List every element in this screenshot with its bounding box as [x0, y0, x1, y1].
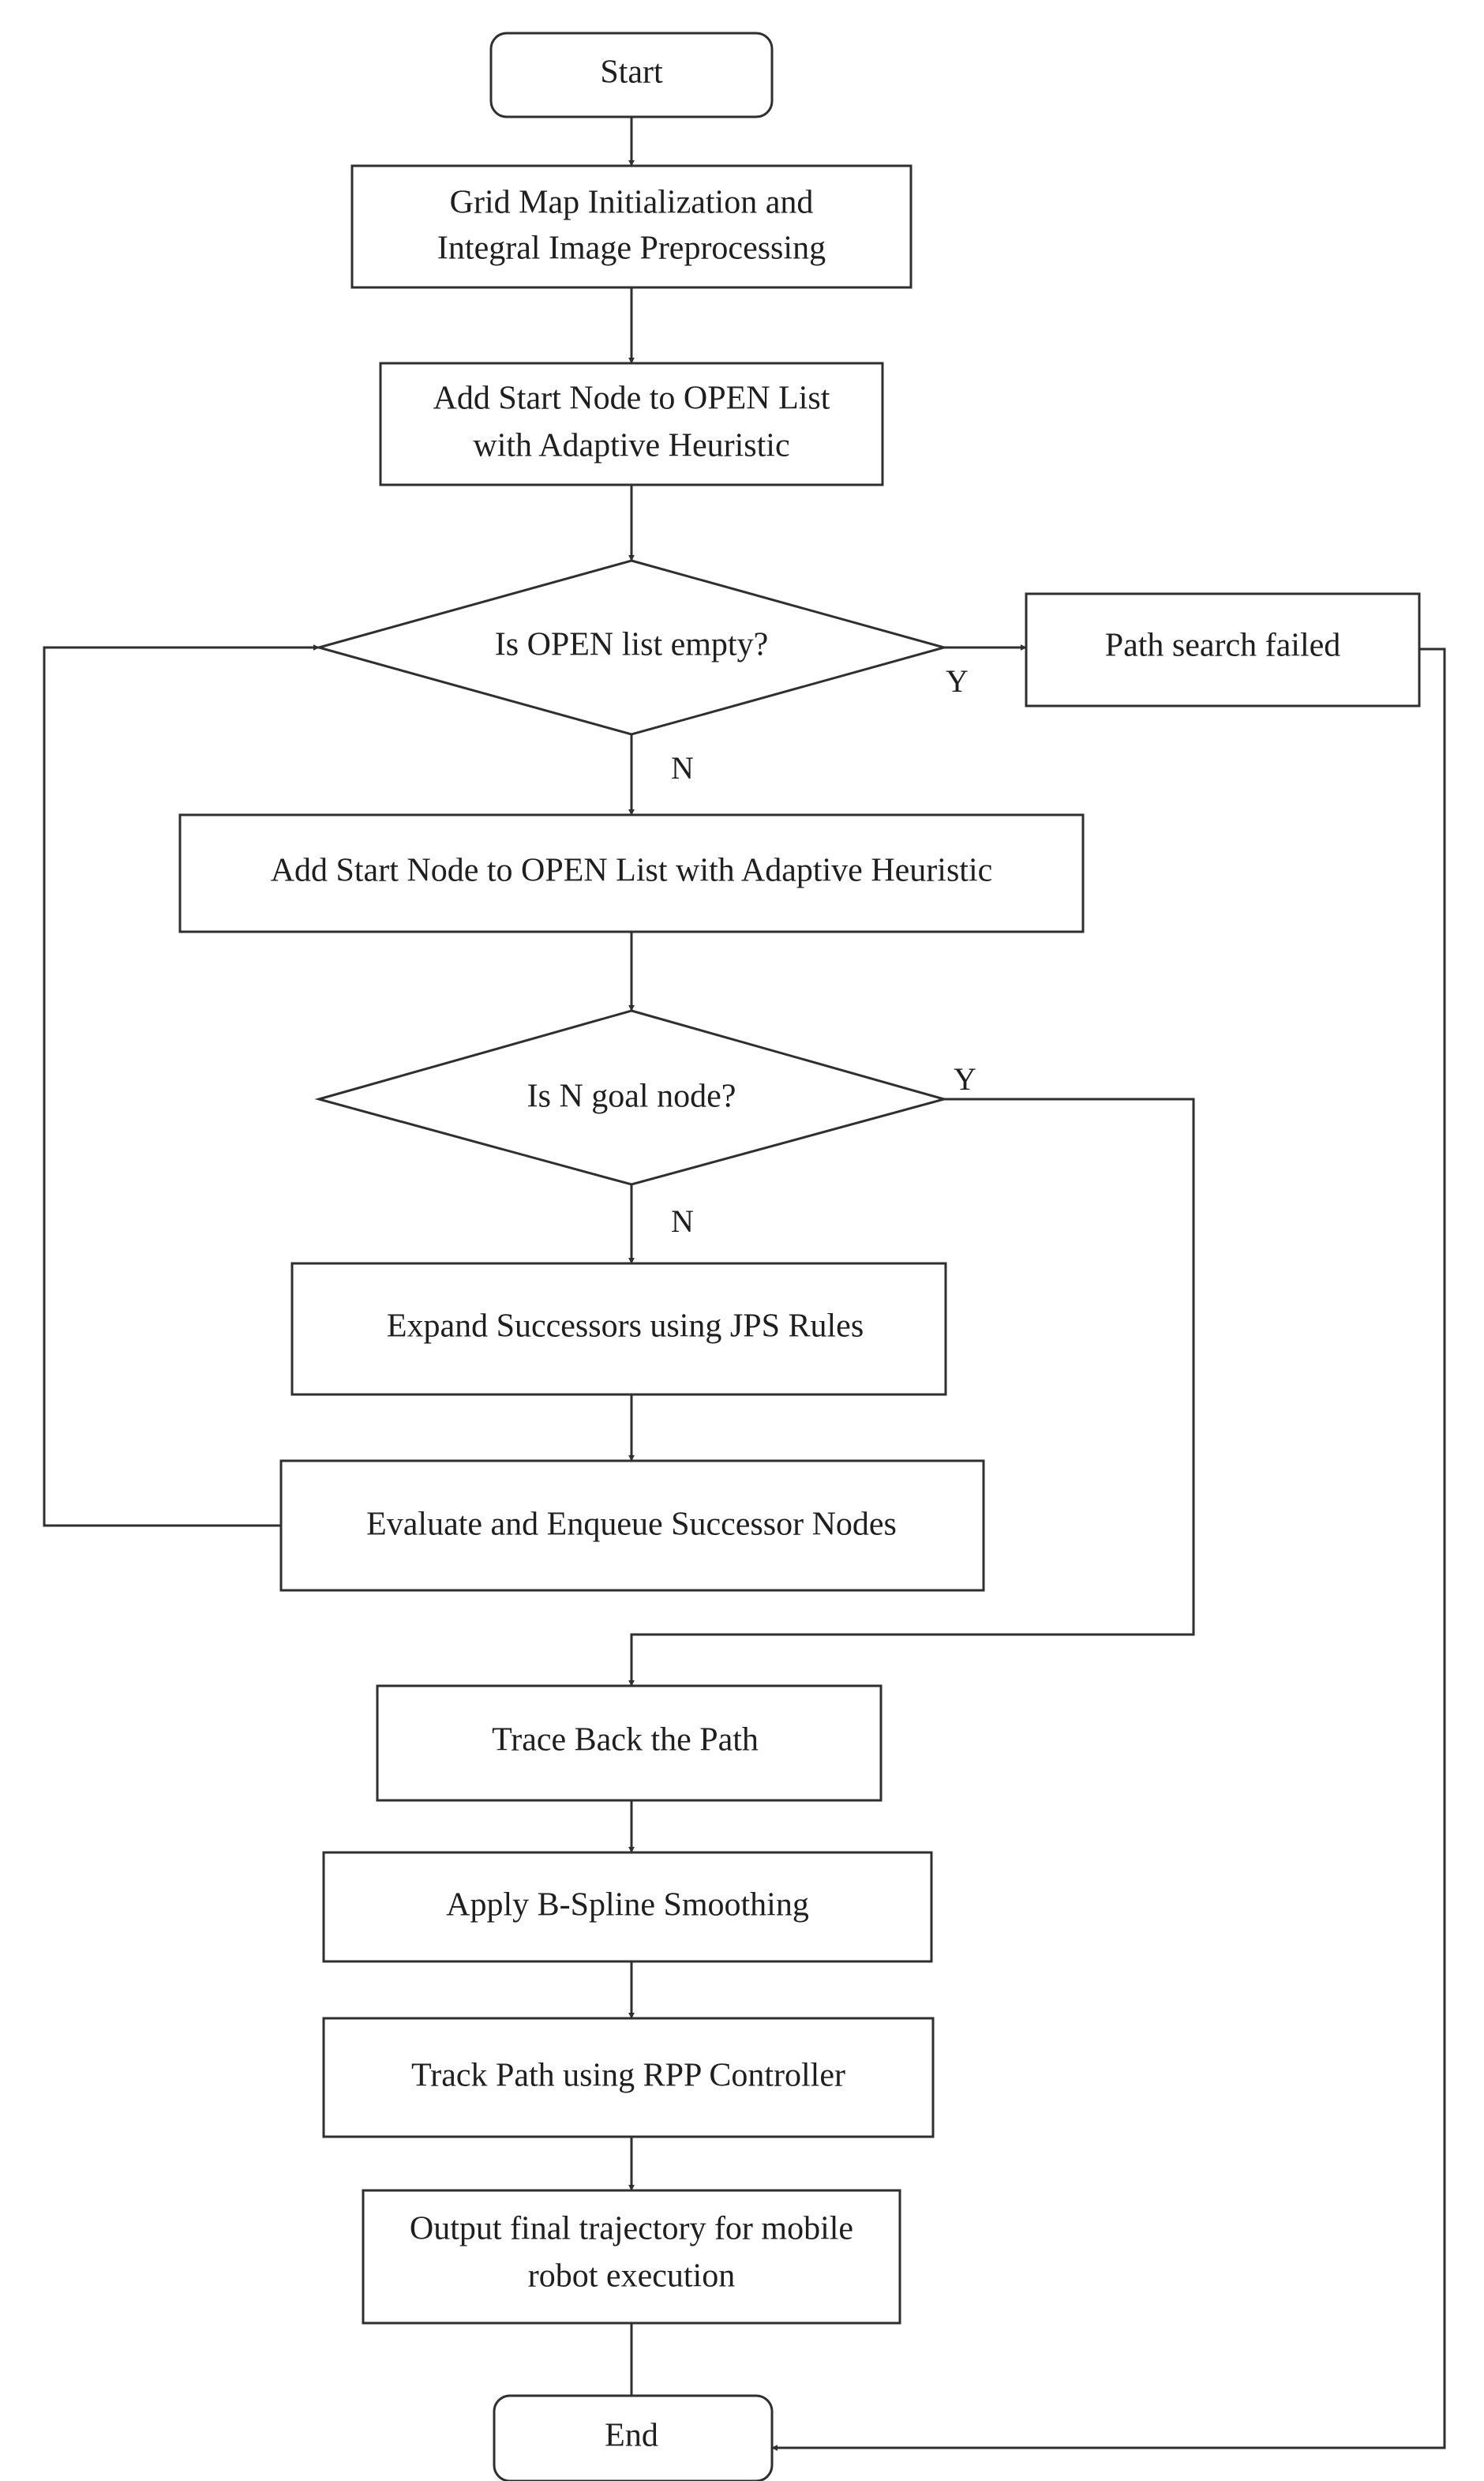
output-label-line1: Output final trajectory for mobile [410, 2211, 853, 2247]
open-empty-no-label: N [671, 750, 694, 786]
output-label-line2: robot execution [528, 2258, 735, 2295]
start-node: Start [489, 32, 774, 118]
grid-map-node: Grid Map Initialization and Integral Ima… [350, 164, 913, 289]
grid-map-label-line2: Integral Image Preprocessing [437, 231, 826, 267]
end-node: End [493, 2394, 774, 2481]
evaluate-node: Evaluate and Enqueue Successor Nodes [279, 1459, 985, 1592]
grid-map-label-line1: Grid Map Initialization and [450, 185, 814, 221]
goal-yes-label: Y [954, 1061, 976, 1097]
edge-failed-to-end [771, 647, 1446, 2451]
edge-goal-yes [628, 1098, 1195, 1687]
add-start-label-line2: with Adaptive Heuristic [473, 428, 789, 464]
trace-node: Trace Back the Path [376, 1684, 883, 1802]
open-empty-decision: Is OPEN list empty? [314, 559, 949, 736]
expand-label: Expand Successors using JPS Rules [387, 1308, 864, 1345]
add-start-long-label: Add Start Node to OPEN List with Adaptiv… [271, 853, 993, 889]
goal-no-label: N [671, 1203, 694, 1239]
goal-label: Is N goal node? [527, 1079, 736, 1115]
start-label: Start [600, 54, 663, 91]
end-label: End [605, 2418, 658, 2454]
evaluate-label: Evaluate and Enqueue Successor Nodes [366, 1507, 897, 1543]
bspline-node: Apply B-Spline Smoothing [322, 1851, 933, 1963]
add-start-node: Add Start Node to OPEN List with Adaptiv… [379, 362, 884, 486]
track-label: Track Path using RPP Controller [411, 2058, 845, 2094]
bspline-label: Apply B-Spline Smoothing [446, 1887, 809, 1924]
output-node: Output final trajectory for mobile robot… [362, 2189, 901, 2325]
track-node: Track Path using RPP Controller [322, 2017, 935, 2138]
expand-node: Expand Successors using JPS Rules [290, 1262, 947, 1396]
open-empty-yes-label: Y [946, 663, 969, 699]
edge-evaluate-loop-back [43, 644, 320, 1527]
add-start-label-line1: Add Start Node to OPEN List [433, 381, 830, 417]
add-start-long-node: Add Start Node to OPEN List with Adaptiv… [178, 813, 1085, 933]
path-failed-label: Path search failed [1105, 628, 1341, 664]
trace-label: Trace Back the Path [492, 1722, 759, 1758]
open-empty-label: Is OPEN list empty? [495, 627, 768, 663]
path-failed-node: Path search failed [1025, 592, 1421, 708]
goal-decision: Is N goal node? [314, 1009, 949, 1186]
edges [43, 117, 1446, 2451]
